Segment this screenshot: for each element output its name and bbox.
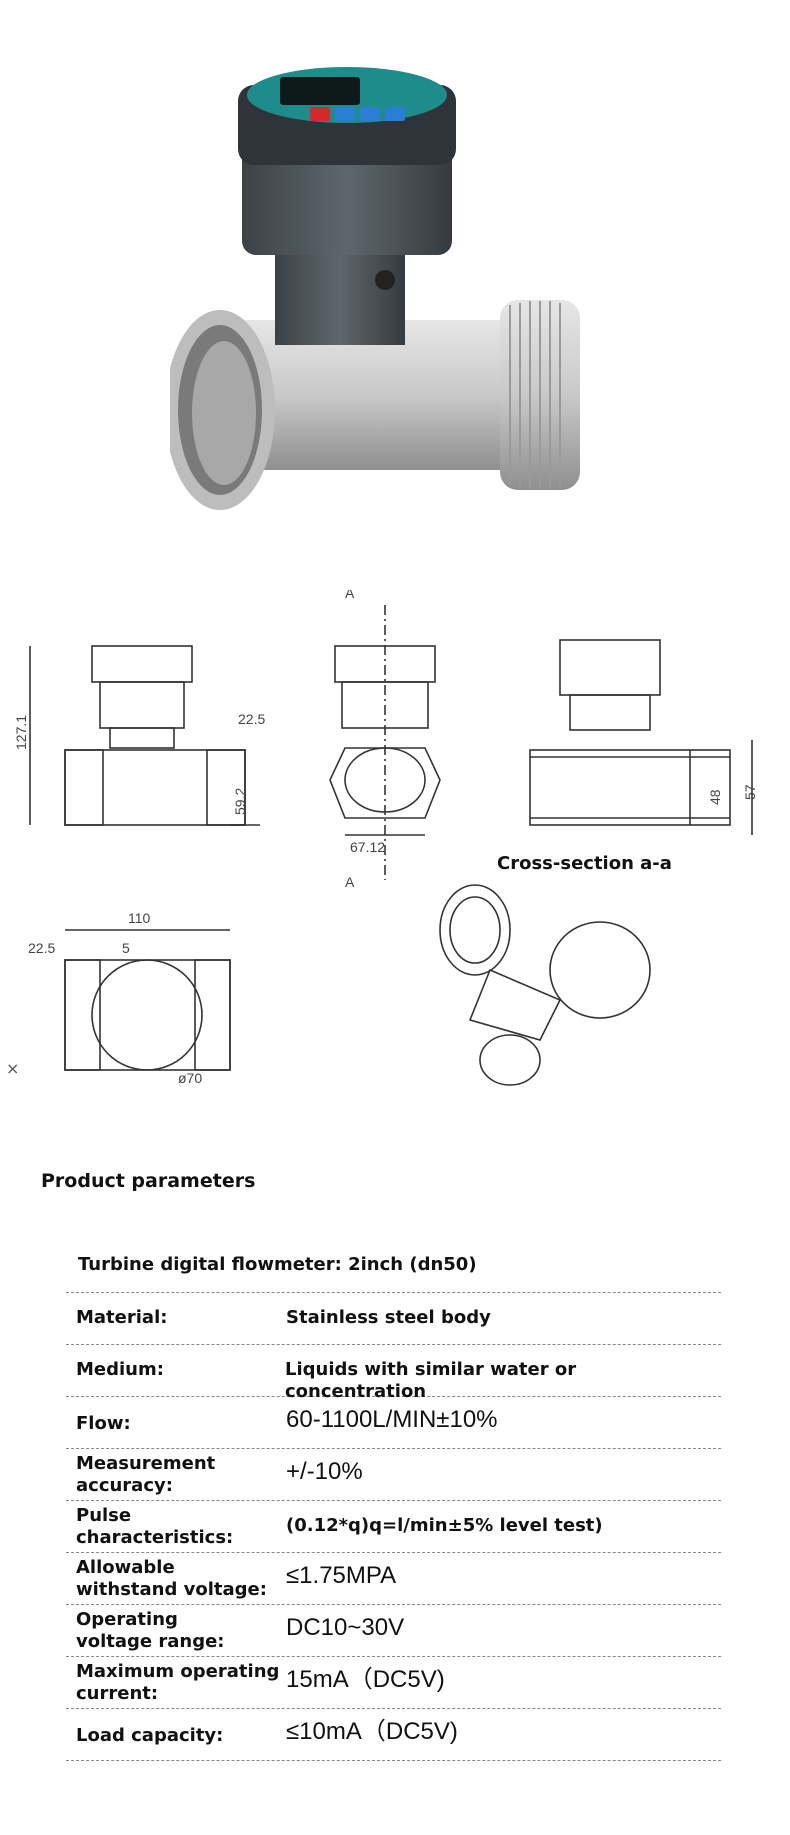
dim-diameter: ø70	[178, 1070, 202, 1086]
dim-thread-top: 22.5	[28, 940, 55, 956]
param-value: Stainless steel body	[286, 1307, 491, 1328]
dim-pipe: 59.2	[232, 788, 248, 815]
section-label: Cross-section a-a	[497, 853, 672, 874]
dim-gap: 5	[122, 940, 130, 956]
dim-outer: 57	[742, 784, 758, 800]
dim-length: 110	[128, 910, 151, 926]
top-view	[64, 929, 231, 1071]
parameters-table: Turbine digital flowmeter: 2inch (dn50) …	[66, 1220, 721, 1761]
front-view	[29, 645, 260, 826]
section-heading: Product parameters	[41, 1170, 256, 1192]
table-row: Medium: Liquids with similar water or co…	[66, 1345, 721, 1402]
table-title: Turbine digital flowmeter: 2inch (dn50)	[78, 1254, 477, 1275]
table-row: Load capacity: ≤10mA（DC5V)	[66, 1709, 721, 1761]
dim-height: 127.1	[13, 715, 29, 750]
table-title-row: Turbine digital flowmeter: 2inch (dn50)	[66, 1220, 721, 1293]
param-value: DC10~30V	[286, 1614, 405, 1641]
param-value: ≤10mA（DC5V)	[286, 1718, 458, 1745]
side-view	[329, 605, 441, 880]
section-mark-top: A	[345, 590, 355, 601]
param-value: ≤1.75MPA	[286, 1562, 397, 1589]
dim-thread: 22.5	[238, 711, 265, 727]
section-mark-bottom: A	[345, 874, 355, 890]
section-view	[529, 639, 753, 835]
param-label: Load capacity:	[76, 1725, 224, 1746]
table-row: Flow: 60-1100L/MIN±10%	[66, 1397, 721, 1449]
dim-inner: 48	[707, 789, 723, 805]
dim-width: 67.12	[350, 839, 385, 855]
param-value: (0.12*q)q=l/min±5% level test)	[286, 1515, 603, 1536]
param-value: 60-1100L/MIN±10%	[286, 1406, 498, 1433]
close-icon[interactable]: ×	[6, 1059, 20, 1078]
param-value: Liquids with similar water or concentrat…	[285, 1359, 577, 1402]
technical-drawings: 127.1 22.5 59.2 A A 67.12 48 57 110 22.5…	[13, 590, 758, 1086]
param-label: Material:	[76, 1307, 168, 1328]
flowmeter-photo	[170, 67, 580, 510]
param-label: Medium:	[76, 1359, 164, 1380]
param-value: +/-10%	[286, 1458, 363, 1485]
param-label: Flow:	[76, 1413, 131, 1434]
isometric-view	[439, 884, 651, 1086]
table-row: Material: Stainless steel body	[66, 1293, 721, 1345]
param-value: 15mA（DC5V)	[286, 1666, 445, 1693]
